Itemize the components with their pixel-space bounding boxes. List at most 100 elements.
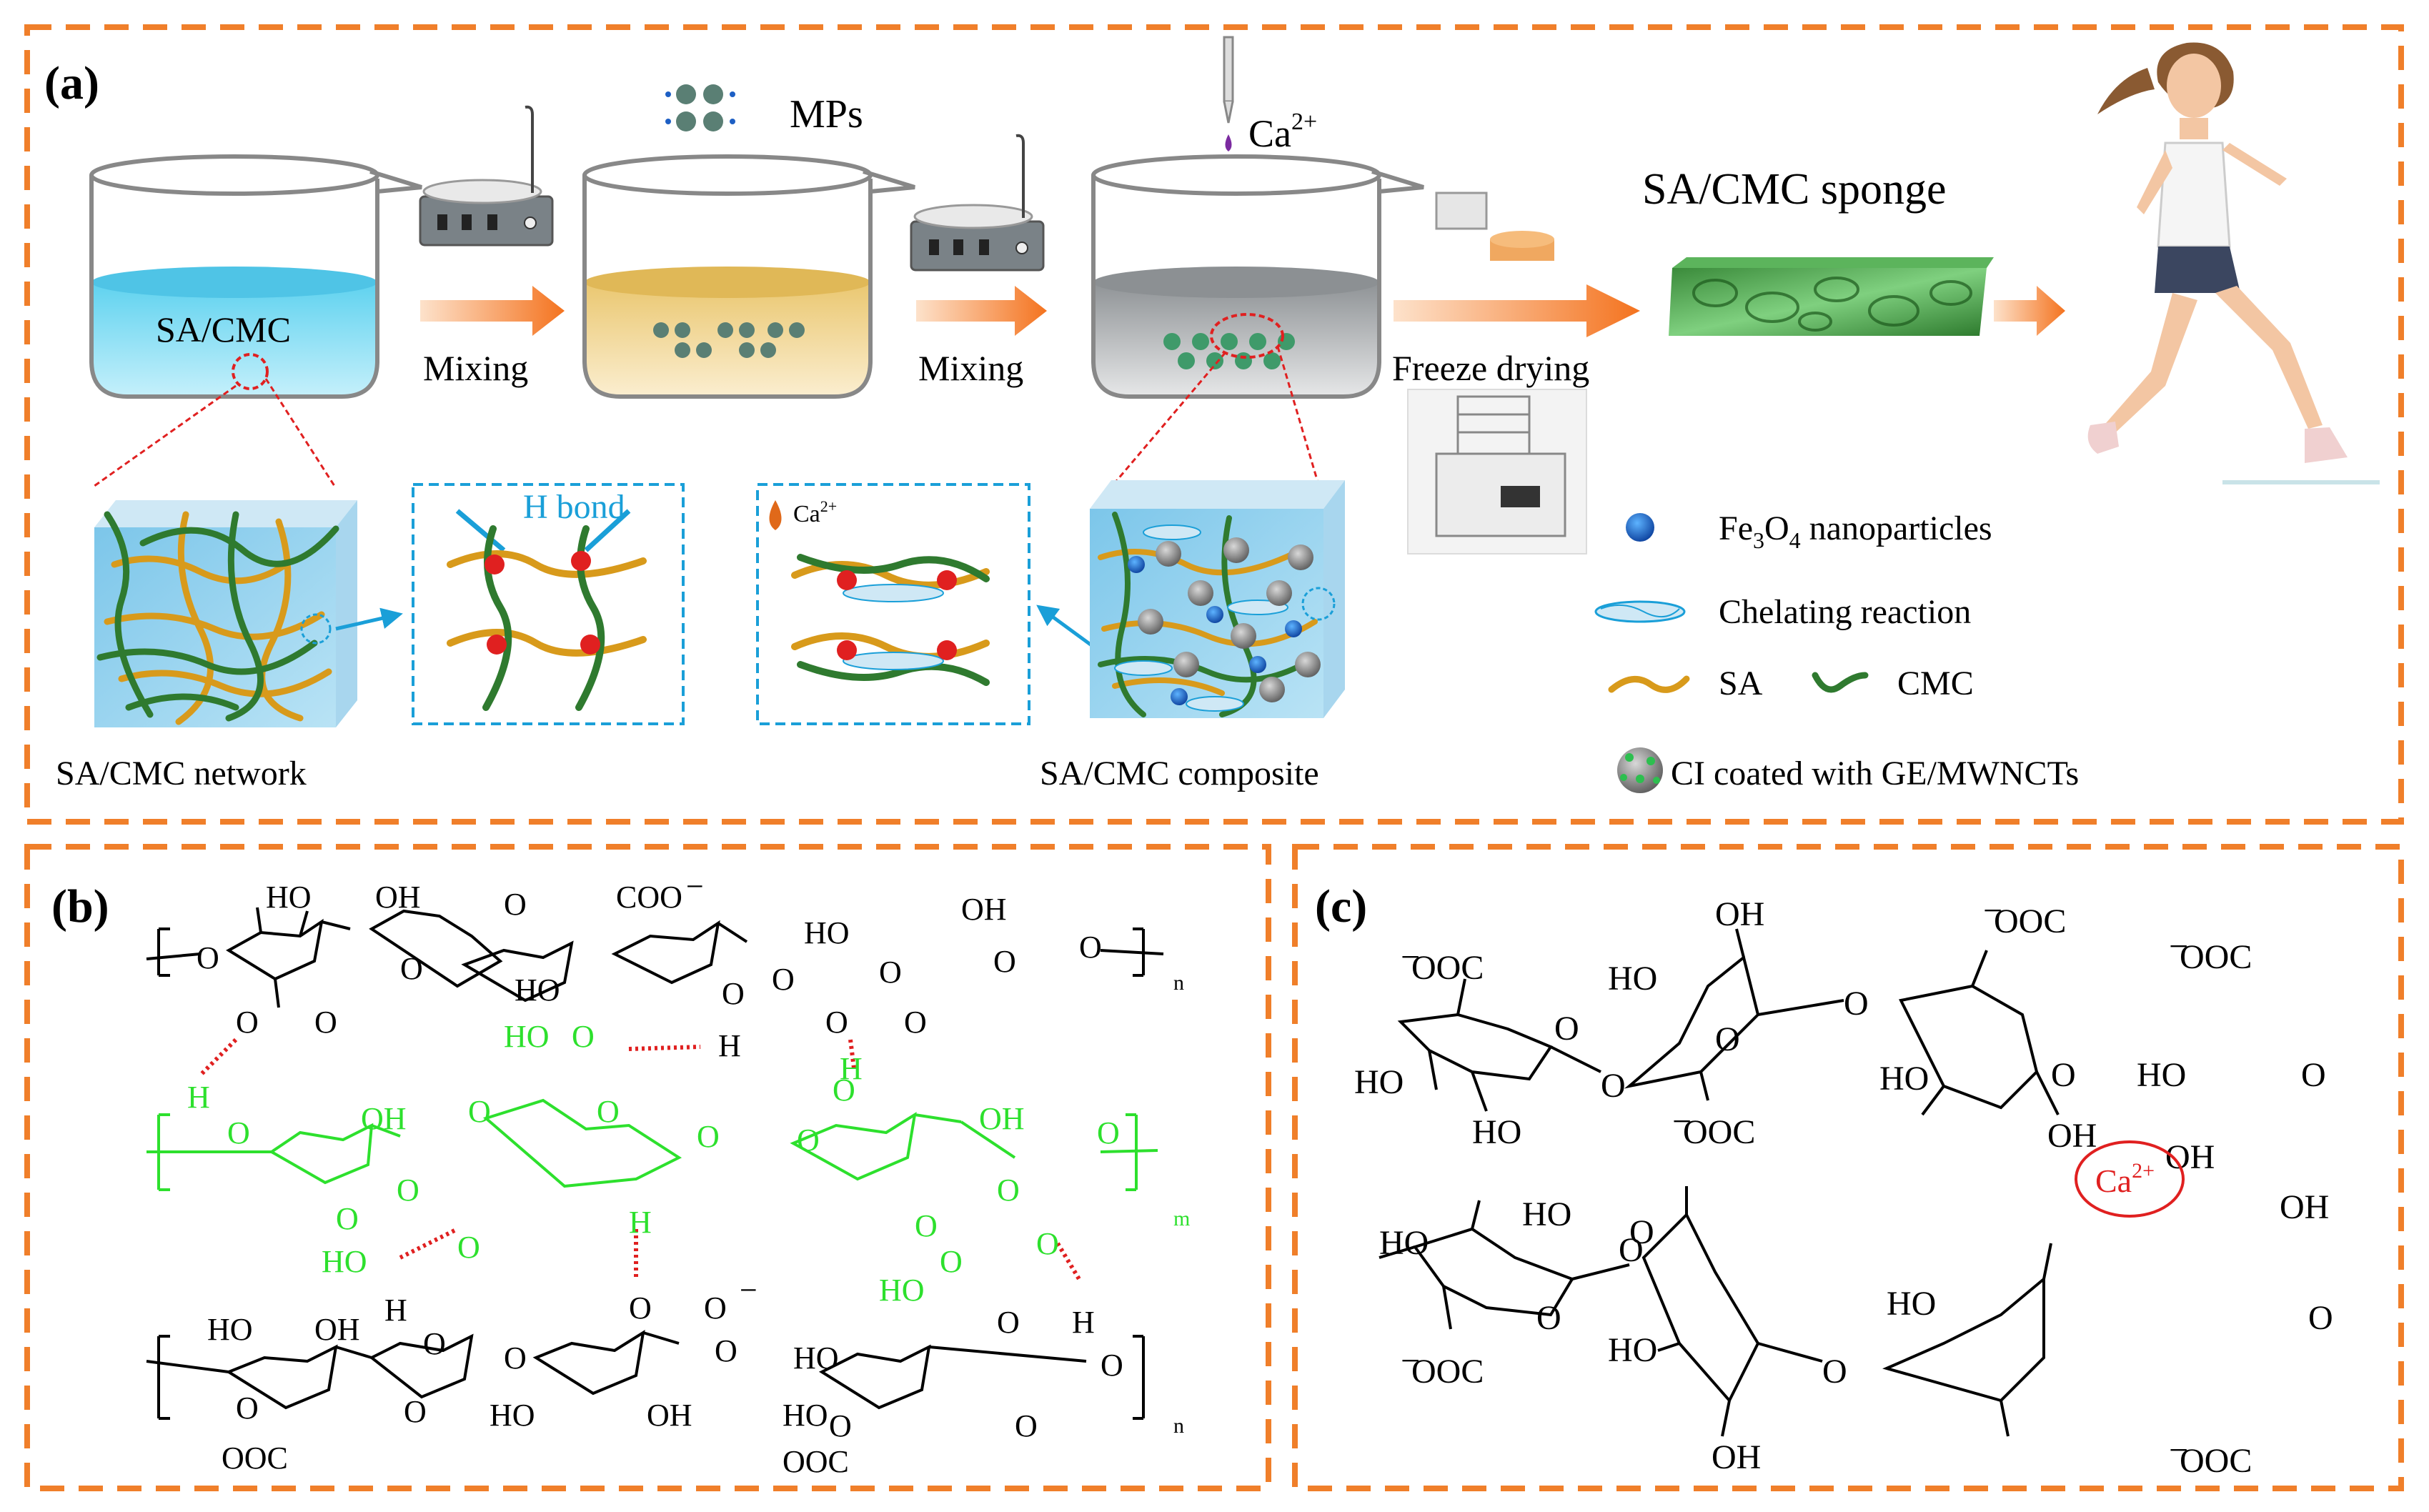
composite-to-ca-arrow: [1036, 605, 1095, 649]
sa-chain-bottom: [146, 1329, 1145, 1420]
fe3o4-legend-label: Fe3O4 nanoparticles: [1719, 509, 1992, 553]
svg-text:O: O: [2051, 1056, 2076, 1094]
svg-text:O: O: [1097, 1115, 1120, 1150]
panel-a-label: (a): [44, 57, 99, 109]
svg-text:OH: OH: [1712, 1438, 1761, 1476]
svg-text:O: O: [1536, 1299, 1561, 1337]
svg-text:HO: HO: [1522, 1195, 1571, 1233]
svg-text:OH: OH: [375, 880, 421, 915]
ci-legend-icon: [1617, 747, 1663, 793]
cmc-chain-middle-labels: H O OH O HO O O O O O H OH O O O HO O O …: [187, 1019, 1190, 1308]
svg-text:OH: OH: [2280, 1188, 2329, 1226]
svg-text:OOC: OOC: [1411, 1353, 1484, 1391]
zoom-circle-3: [1210, 313, 1284, 359]
ca-box: Ca2+: [756, 483, 1030, 725]
svg-text:O: O: [1601, 1067, 1626, 1105]
network-caption: SA/CMC network: [56, 755, 307, 792]
svg-text:OOC: OOC: [2180, 938, 2252, 976]
svg-text:HO: HO: [1379, 1224, 1429, 1262]
svg-text:O: O: [504, 1341, 527, 1376]
svg-text:OH: OH: [1715, 895, 1764, 933]
svg-text:OOC: OOC: [1411, 949, 1484, 987]
mixing-label-2: Mixing: [918, 348, 1023, 388]
svg-text:OOC: OOC: [783, 1444, 849, 1479]
svg-text:O: O: [704, 1290, 727, 1326]
svg-text:O: O: [423, 1326, 446, 1361]
svg-text:O: O: [1554, 1010, 1579, 1048]
calcium-chelate-labels: OOC − O HO HO O OH HO O O OOC − OOC − O …: [1354, 892, 2333, 1480]
runner-illustration: [2087, 42, 2380, 484]
svg-text:O: O: [797, 1123, 820, 1158]
svg-text:−: −: [1983, 892, 2002, 930]
beaker-1-label: SA/CMC: [156, 309, 291, 349]
svg-text:OOC: OOC: [222, 1441, 288, 1476]
cmc-chain-middle: [146, 1098, 1158, 1191]
svg-text:O: O: [1036, 1226, 1059, 1261]
hotplate-1: [419, 105, 554, 247]
sa-legend-icon: [1608, 675, 1690, 693]
svg-text:OOC: OOC: [1683, 1113, 1755, 1151]
sa-legend-label: SA: [1719, 665, 1763, 702]
svg-text:H: H: [1072, 1305, 1095, 1340]
sa-chain-top-labels: HO OH O COO − OH HO O O O O HO O O O O O…: [197, 869, 1184, 1063]
freeze-dryer-icon: [1407, 389, 1587, 554]
svg-text:OH: OH: [2047, 1117, 2097, 1155]
sa-chain-bottom-labels: H O HO OH O O OOC O O − HO OH O O HO O O…: [207, 1273, 1184, 1479]
panel-c-label: (c): [1315, 880, 1367, 932]
svg-text:−: −: [1401, 1342, 1420, 1380]
process-arrow-4: [1994, 286, 2065, 336]
svg-text:O: O: [597, 1094, 620, 1129]
freeze-drying-label: Freeze drying: [1392, 348, 1589, 388]
svg-text:m: m: [1173, 1207, 1190, 1230]
process-arrow-2: [916, 286, 1047, 336]
svg-text:O: O: [336, 1201, 359, 1236]
svg-text:O: O: [1844, 985, 1869, 1023]
sponge-label: SA/CMC sponge: [1642, 165, 1946, 214]
svg-text:O: O: [940, 1244, 963, 1279]
svg-text:HO: HO: [793, 1341, 839, 1376]
svg-text:O: O: [904, 1005, 927, 1040]
svg-text:−: −: [740, 1273, 757, 1308]
hbond-lines-b: [198, 1038, 1081, 1280]
calcium-chelate-structure: [1379, 928, 2060, 1437]
mps-icon: [665, 84, 735, 131]
svg-text:O: O: [2308, 1299, 2333, 1337]
svg-text:HO: HO: [804, 915, 850, 950]
svg-text:HO: HO: [1354, 1063, 1404, 1101]
svg-text:H: H: [384, 1293, 407, 1328]
svg-text:OH: OH: [647, 1398, 692, 1433]
svg-text:O: O: [1629, 1213, 1654, 1251]
svg-text:O: O: [715, 1333, 737, 1368]
svg-text:H: H: [187, 1080, 210, 1115]
svg-text:n: n: [1173, 1414, 1184, 1438]
svg-text:HO: HO: [879, 1273, 925, 1308]
cmc-legend-icon: [1812, 672, 1869, 693]
svg-text:O: O: [197, 940, 219, 975]
svg-text:HO: HO: [490, 1398, 535, 1433]
svg-text:O: O: [829, 1408, 852, 1443]
svg-text:OH: OH: [979, 1101, 1025, 1136]
svg-text:OOC: OOC: [2180, 1442, 2252, 1480]
svg-text:O: O: [2301, 1056, 2326, 1094]
svg-text:HO: HO: [2137, 1056, 2186, 1094]
svg-text:O: O: [504, 887, 527, 922]
beaker-2: [582, 154, 915, 399]
svg-text:HO: HO: [266, 880, 312, 915]
svg-text:O: O: [1101, 1348, 1123, 1383]
panel-c-frame: [1292, 844, 2404, 1491]
svg-text:HO: HO: [207, 1312, 253, 1347]
svg-text:O: O: [236, 1391, 259, 1426]
svg-text:O: O: [879, 955, 902, 990]
cmc-legend-label: CMC: [1897, 665, 1974, 702]
svg-text:−: −: [686, 869, 704, 904]
svg-text:HO: HO: [1608, 1331, 1657, 1369]
svg-text:O: O: [1079, 930, 1102, 965]
svg-text:HO: HO: [1608, 960, 1657, 998]
svg-text:O: O: [468, 1094, 491, 1129]
svg-text:O: O: [1015, 1408, 1038, 1443]
panel-b-label: (b): [51, 880, 109, 932]
svg-text:O: O: [457, 1230, 480, 1265]
svg-text:O: O: [1715, 1020, 1740, 1058]
svg-text:Ca2+: Ca2+: [2095, 1159, 2155, 1199]
